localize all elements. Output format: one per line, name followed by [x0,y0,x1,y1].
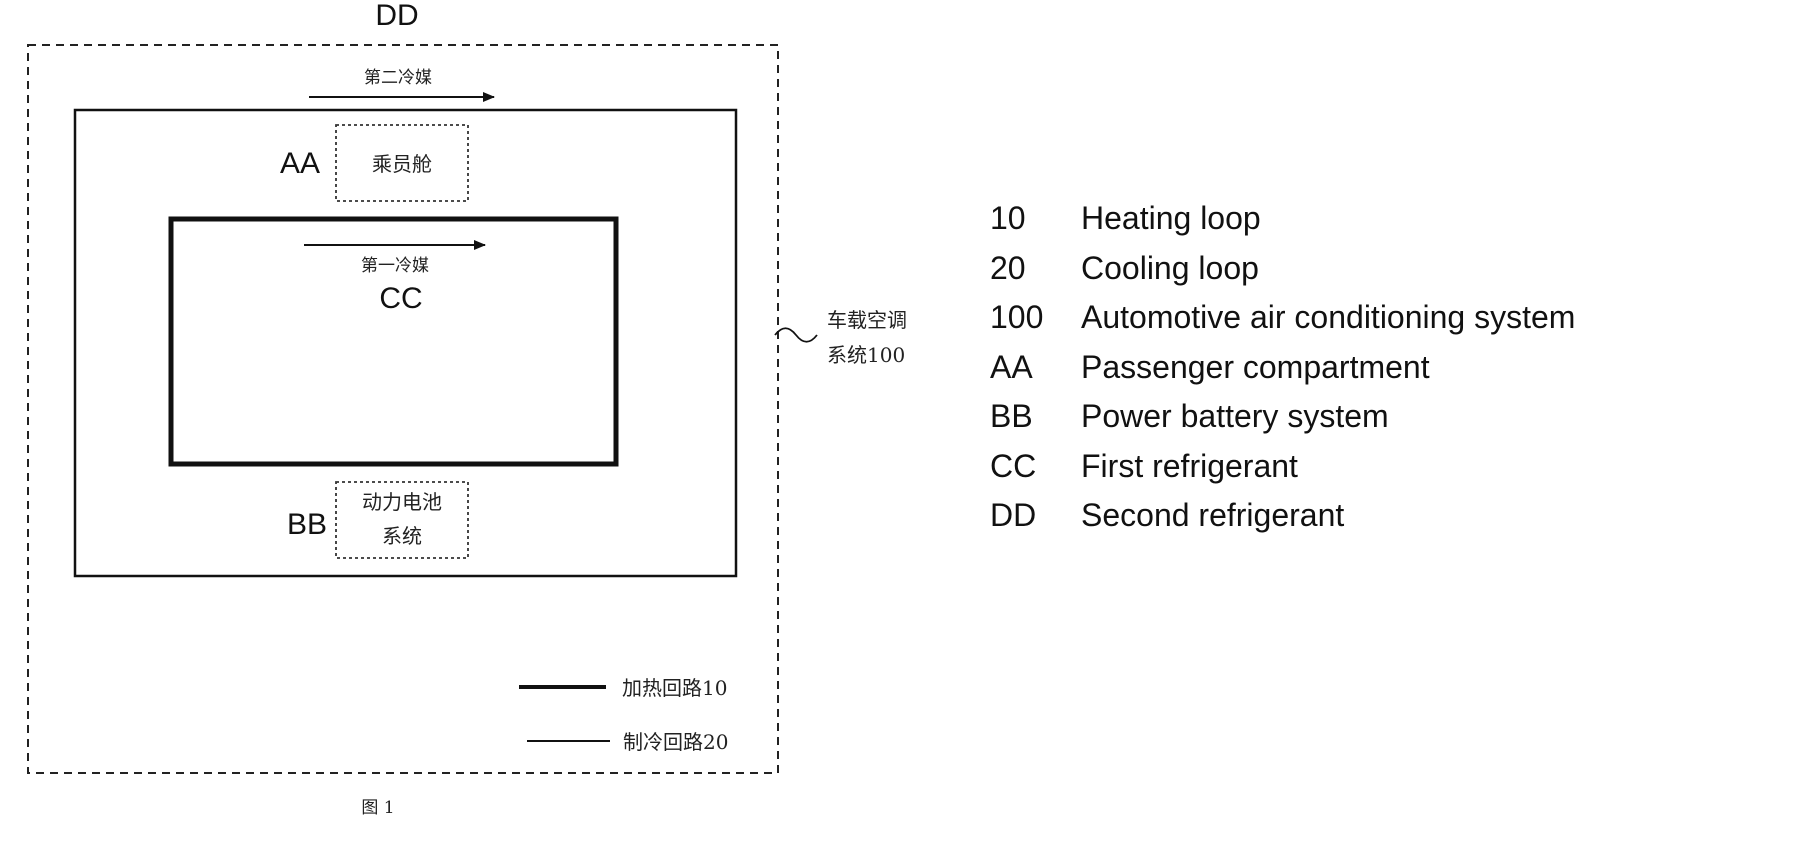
passenger-compartment-text: 乘员舱 [372,152,432,176]
legend-value: Automotive air conditioning system [1081,301,1575,333]
heating-loop-key-text: 加热回路10 [622,676,727,700]
legend-key: AA [990,351,1033,383]
cc-label: CC [379,282,422,315]
bb-label: BB [287,508,327,541]
cooling-loop-key-text: 制冷回路20 [623,730,728,754]
legend-key: CC [990,450,1036,482]
figure-caption: 图 1 [361,798,394,818]
legend-key: BB [990,400,1033,432]
battery-system-text-line2: 系统 [382,524,422,548]
system-label-line1: 车载空调 [827,308,907,332]
outer-label-dd: DD [375,0,418,32]
legend-key: 100 [990,301,1043,333]
system-label-line2: 系统100 [827,343,905,367]
legend-value: Power battery system [1081,400,1389,432]
legend-value: Heating loop [1081,202,1261,234]
first-refrigerant-label: 第一冷媒 [361,256,429,276]
battery-system-text-line1: 动力电池 [362,490,442,514]
legend-value: Second refrigerant [1081,499,1344,531]
legend-key: DD [990,499,1036,531]
legend-key: 20 [990,252,1026,284]
system-leader-line [775,328,817,342]
aa-label: AA [280,147,320,180]
legend-value: First refrigerant [1081,450,1298,482]
legend-value: Cooling loop [1081,252,1259,284]
second-refrigerant-label: 第二冷媒 [364,68,432,88]
legend-key: 10 [990,202,1026,234]
legend-value: Passenger compartment [1081,351,1430,383]
